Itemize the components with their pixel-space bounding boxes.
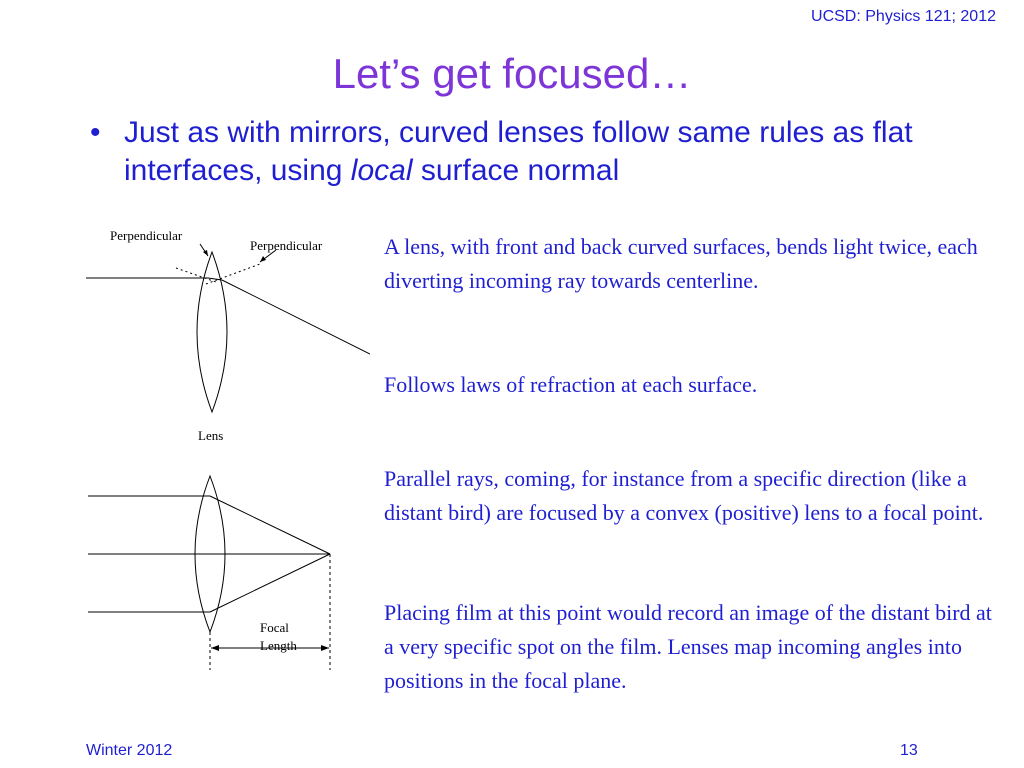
label-lens: Lens — [198, 428, 223, 443]
footer-term: Winter 2012 — [86, 742, 173, 759]
paragraph-lens-description: A lens, with front and back curved surfa… — [384, 234, 978, 293]
paragraph-film-placement: Placing film at this point would record … — [384, 600, 992, 693]
course-header: UCSD: Physics 121; 2012 — [811, 8, 996, 25]
lens-shape — [196, 250, 228, 414]
internal-ray — [207, 277, 223, 281]
bullet-marker: • — [90, 116, 101, 149]
bullet-point: • Just as with mirrors, curved lenses fo… — [90, 114, 970, 190]
label-perpendicular-right: Perpendicular — [250, 238, 323, 253]
arrowhead-right — [260, 256, 266, 262]
slide-number: 13 — [900, 742, 918, 759]
outgoing-ray — [221, 279, 370, 355]
ray-top-converging — [209, 495, 331, 555]
bullet-text-emphasis: local — [350, 154, 413, 187]
arrowhead-left — [203, 250, 208, 256]
arrowhead-left — [211, 645, 219, 651]
bullet-text: Just as with mirrors, curved lenses foll… — [124, 114, 970, 190]
label-focal: Focal — [260, 620, 289, 635]
paragraph-refraction-laws: Follows laws of refraction at each surfa… — [384, 372, 758, 397]
ray-bottom-converging — [209, 553, 331, 613]
label-length: Length — [260, 638, 297, 653]
slide-title: Let’s get focused… — [332, 50, 692, 97]
focal-length-diagram: Focal Length — [88, 474, 331, 670]
bullet-text-before: Just as with mirrors, curved lenses foll… — [124, 116, 913, 187]
lens-refraction-diagram: Perpendicular Perpendicular Lens — [86, 228, 370, 443]
paragraph-parallel-rays: Parallel rays, coming, for instance from… — [384, 466, 984, 525]
arrowhead-right — [321, 645, 329, 651]
label-perpendicular-left: Perpendicular — [110, 228, 183, 243]
normal-left — [175, 267, 217, 283]
bullet-text-after: surface normal — [412, 154, 620, 187]
